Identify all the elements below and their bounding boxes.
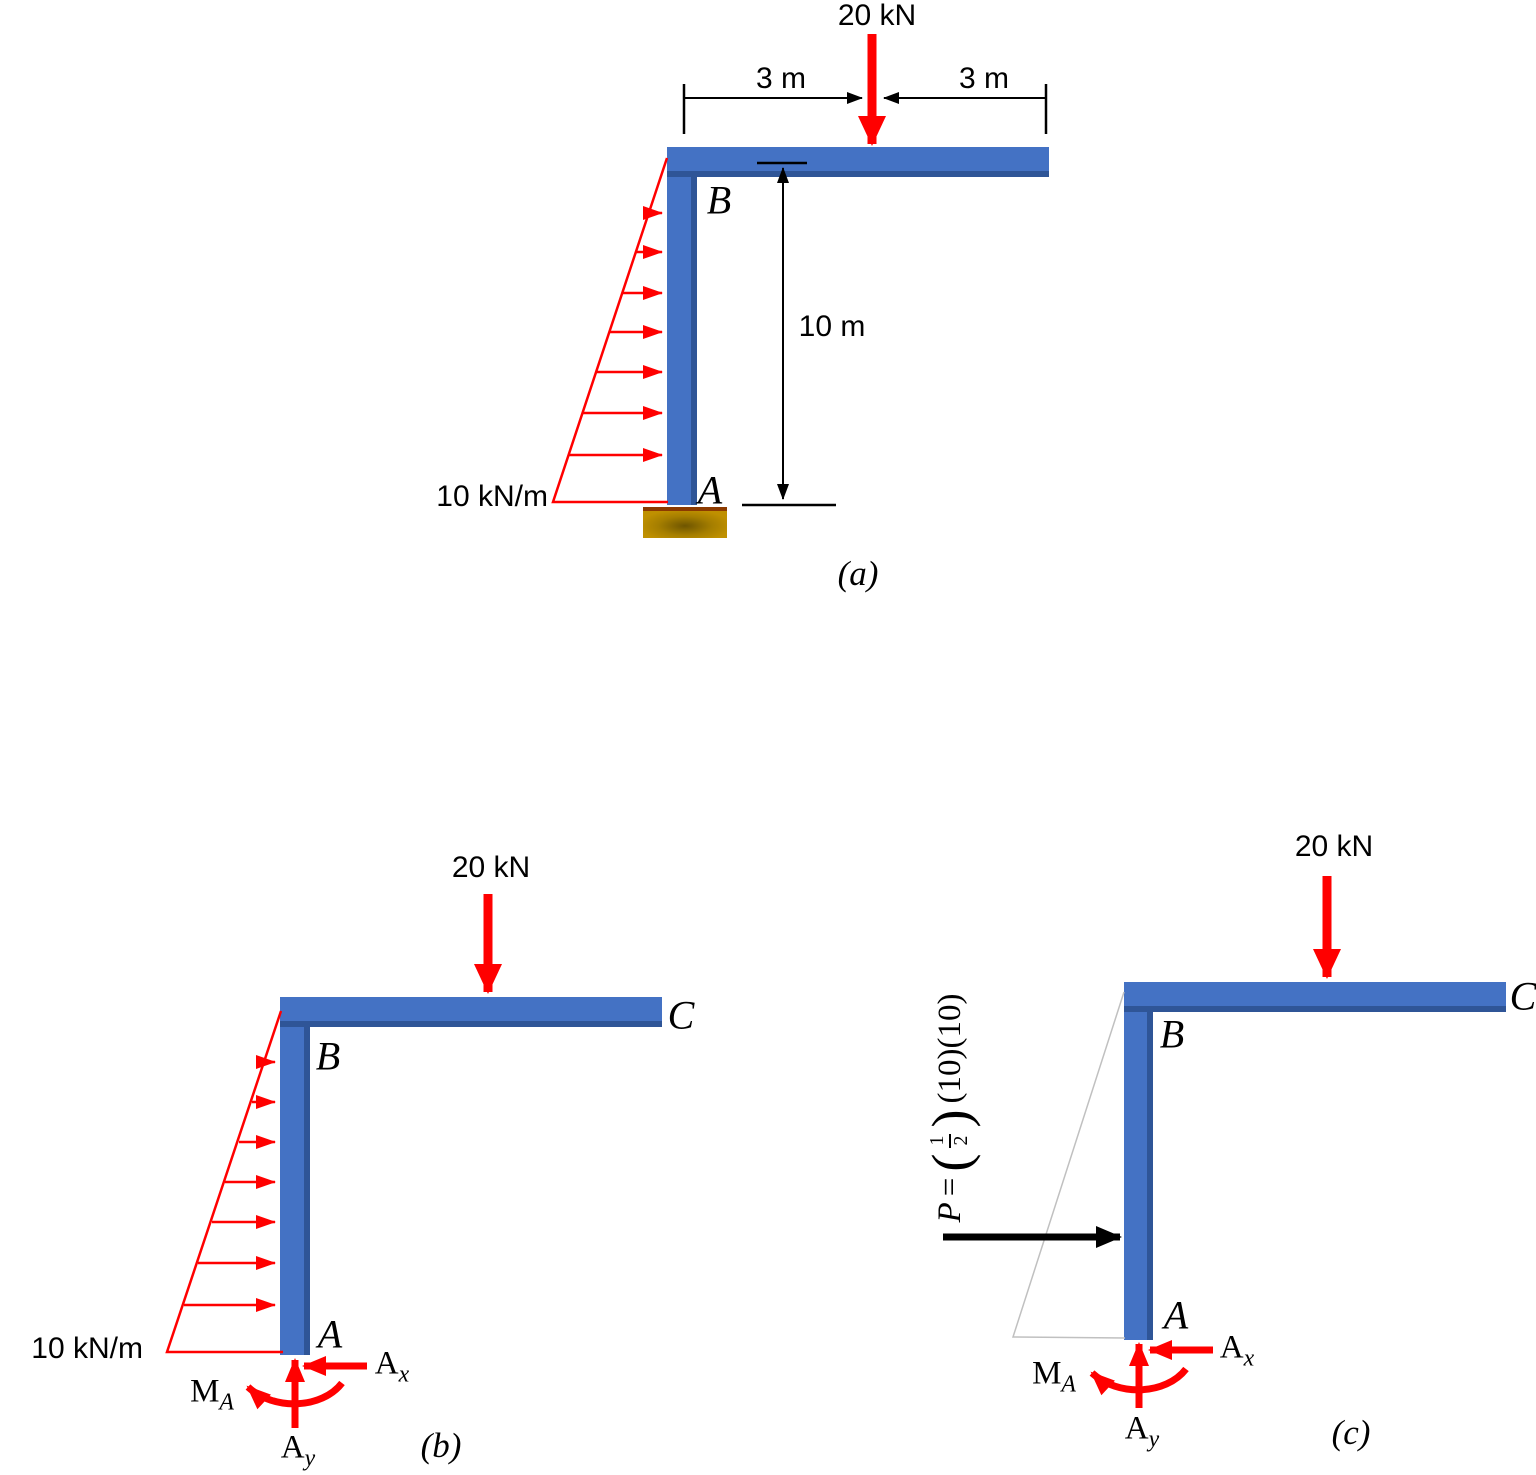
member-ab-vertical — [1124, 982, 1153, 1340]
fig-c-node-c-label: C — [1509, 973, 1536, 1019]
fig-c-force-label: 20 kN — [1294, 830, 1374, 863]
fig-c-caption: (c) — [1331, 1413, 1371, 1452]
ax-sub-text: x — [398, 1361, 410, 1388]
fig-a-dim-height-label: 10 m — [798, 310, 866, 343]
fig-b-caption: (b) — [420, 1426, 462, 1465]
fig-b-moment-label-ma: MA — [190, 1374, 234, 1417]
fig-b-reaction-label-ay: Ay — [281, 1430, 315, 1473]
fig-a-force-label: 20 kN — [837, 0, 917, 32]
ay-sub-text: y — [304, 1445, 316, 1472]
ay-main-text: A — [280, 1429, 305, 1466]
fixed-support-block — [643, 507, 727, 538]
fig-b-load-intensity-label: 10 kN/m — [31, 1332, 143, 1365]
moment-arrow-ma — [1089, 1366, 1189, 1396]
fig-b-node-c-label: C — [667, 992, 695, 1038]
load-triangle-outline — [551, 157, 669, 504]
fig-b-node-b-label: B — [315, 1033, 341, 1079]
ay-main-text: A — [1124, 1410, 1149, 1447]
p-close-paren: ) — [919, 1109, 981, 1128]
fig-c-reaction-label-ax: Ax — [1220, 1330, 1254, 1373]
fig-b-reactions — [245, 1356, 367, 1428]
fig-b-reaction-label-ax: Ax — [375, 1346, 409, 1389]
fig-c-load-outline-reference — [1011, 991, 1126, 1339]
fig-c-moment-label-ma: MA — [1032, 1356, 1076, 1399]
ma-sub-text: A — [219, 1389, 234, 1416]
fig-c-reaction-label-ay: Ay — [1125, 1411, 1159, 1454]
ma-main-text: M — [1032, 1355, 1062, 1392]
p-equals-text: = — [931, 1177, 968, 1197]
ax-sub-text: x — [1243, 1345, 1255, 1372]
ma-main-text: M — [190, 1373, 220, 1410]
fig-c-reactions — [1089, 1340, 1213, 1408]
fig-a-node-b-label: B — [706, 177, 732, 223]
fig-b-distributed-load — [165, 1010, 283, 1354]
moment-arrow-ma — [245, 1380, 345, 1410]
member-bc-horizontal — [280, 997, 662, 1027]
member-ab-vertical — [667, 147, 697, 505]
p-fraction-denominator: 2 — [949, 1133, 973, 1148]
ay-sub-text: y — [1148, 1426, 1160, 1453]
member-bc-horizontal — [1124, 982, 1506, 1012]
ax-main-text: A — [374, 1345, 399, 1382]
fig-b-force-label: 20 kN — [451, 851, 531, 884]
load-triangle-outline — [165, 1010, 283, 1354]
member-bc-horizontal — [667, 147, 1049, 177]
p-var-text: P — [931, 1202, 968, 1223]
fig-a-dim-left-label: 3 m — [755, 62, 807, 95]
fig-c-node-b-label: B — [1159, 1011, 1185, 1057]
p-tail-text: (10)(10) — [931, 993, 968, 1104]
fig-b-node-a-label: A — [317, 1311, 343, 1357]
ax-main-text: A — [1219, 1329, 1244, 1366]
fig-a-distributed-load — [551, 157, 669, 504]
fig-a-load-intensity-label: 10 kN/m — [436, 480, 548, 513]
fig-a-dim-right-label: 3 m — [958, 62, 1010, 95]
p-fraction-numerator: 1 — [926, 1135, 949, 1146]
fig-a-node-a-label: A — [697, 467, 723, 513]
ma-sub-text: A — [1061, 1371, 1076, 1398]
fig-a-caption: (a) — [837, 554, 879, 593]
p-open-paren: ( — [919, 1153, 981, 1172]
member-ab-vertical — [280, 997, 310, 1355]
fig-c-node-a-label: A — [1163, 1292, 1189, 1338]
